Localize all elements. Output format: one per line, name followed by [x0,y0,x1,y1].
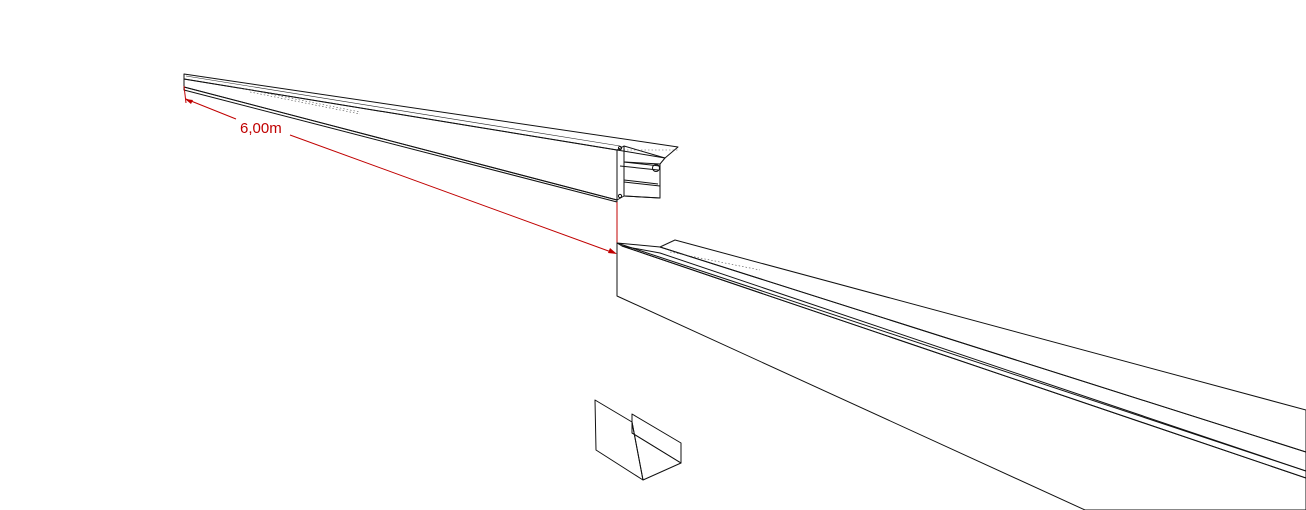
gutter-upper-side-face [183,78,618,201]
dimension-arrow-start [185,99,193,104]
dimension-arrow-end [608,248,617,254]
gutter-lower-back-lip [659,239,1306,453]
gutter-upper-top-lip [183,73,679,159]
dimension-annotation[interactable]: 6,00m [183,85,618,262]
gutter-upper-groove-1 [185,75,621,147]
gutter-connector-piece[interactable] [594,399,682,481]
connector-right-wall [631,413,682,464]
gutter-upper-hidden-line-2 [249,91,361,115]
connector-inner-floor [631,421,682,481]
gutter-upper-bottom-edge [183,86,618,203]
gutter-upper-end-section [616,145,666,201]
dimension-label: 6,00m [240,120,282,137]
dimension-line-segment-b [289,134,615,254]
dimension-line-segment-a [185,98,237,120]
dimension-extension-start [183,85,187,104]
gutter-lower-top-strip [616,242,1306,472]
gutter-lower-front-face [616,242,1306,510]
gutter-lower-hidden-line [669,251,761,271]
gutter-lower-end-edge [659,239,676,248]
gutter-upper-hidden-line-1 [229,85,361,113]
gutter-profile-lower[interactable] [616,239,1306,510]
gutter-profile-upper[interactable] [183,73,679,203]
